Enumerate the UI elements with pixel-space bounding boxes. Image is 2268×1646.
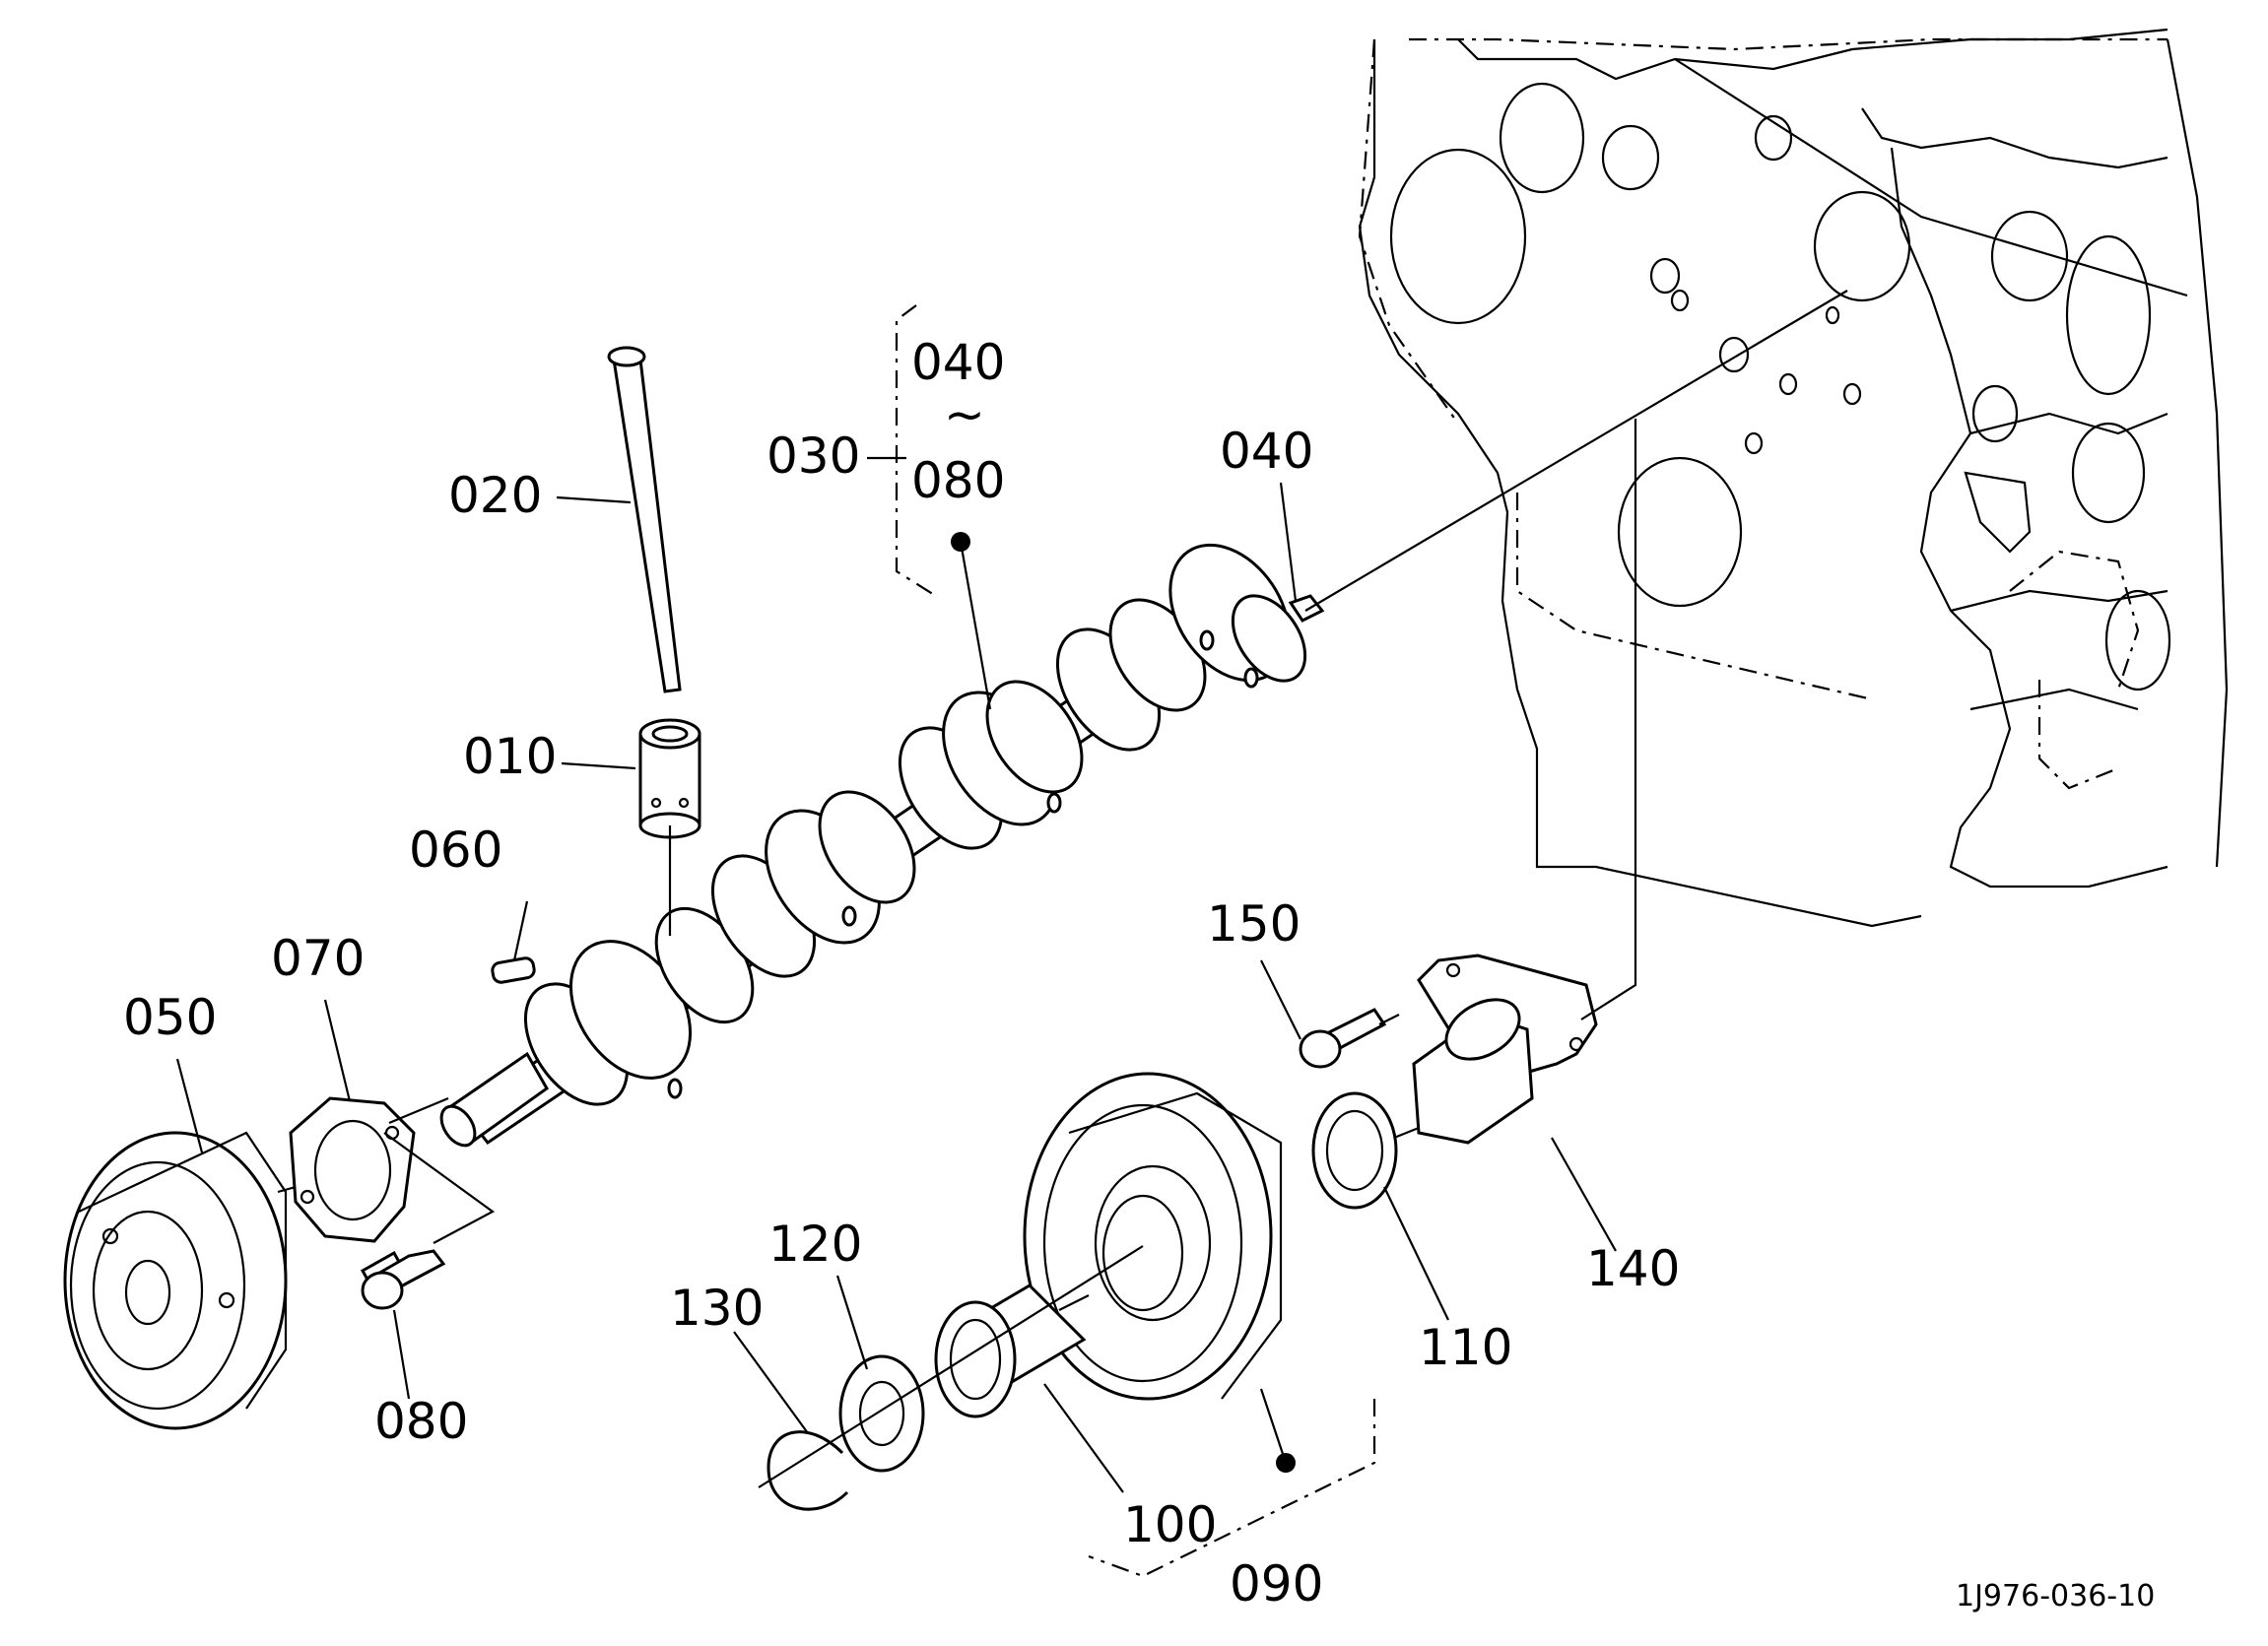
label-080: 080 — [374, 1393, 468, 1450]
label-050: 050 — [123, 989, 217, 1046]
label-140: 140 — [1586, 1240, 1680, 1297]
plug — [1288, 594, 1325, 623]
label-060: 060 — [409, 822, 502, 879]
woodruff-key — [491, 956, 536, 984]
assembly-range-sep: ~ — [944, 386, 985, 443]
label-100: 100 — [1123, 1496, 1217, 1553]
callout-leaders — [175, 456, 1617, 1493]
label-030: 030 — [767, 428, 860, 485]
label-120: 120 — [768, 1216, 862, 1273]
center-lines — [277, 290, 1848, 1488]
label-020: 020 — [448, 467, 542, 524]
engine-block — [1358, 28, 2229, 928]
camshaft — [439, 543, 1307, 1148]
push-rod — [607, 346, 682, 693]
drawing-code: 1J976-036-10 — [1956, 1579, 2155, 1613]
label-070: 070 — [271, 930, 365, 987]
thrust-plate — [289, 1096, 416, 1243]
label-110: 110 — [1419, 1319, 1512, 1376]
assembly-range-to: 080 — [911, 452, 1005, 509]
cam-gear — [63, 1131, 288, 1430]
label-130: 130 — [670, 1280, 764, 1337]
thrust-washer — [838, 1354, 925, 1473]
assembly-brackets — [895, 304, 1376, 1578]
part-labels: 010 020 030 040 050 060 070 080 090 100 … — [123, 334, 1680, 1613]
bolt-080 — [360, 1249, 446, 1310]
label-010: 010 — [463, 728, 557, 785]
circlip — [767, 1430, 849, 1511]
collar — [1311, 1091, 1398, 1210]
idle-gear — [1023, 1072, 1283, 1401]
label-040: 040 — [1220, 423, 1313, 480]
bolt-150 — [1299, 1008, 1387, 1069]
label-090: 090 — [1230, 1555, 1323, 1613]
label-150: 150 — [1207, 895, 1301, 953]
idle-gear-shaft — [1412, 954, 1598, 1145]
assembly-range-from: 040 — [911, 334, 1005, 391]
bushing — [934, 1284, 1087, 1418]
tappet — [638, 718, 701, 839]
